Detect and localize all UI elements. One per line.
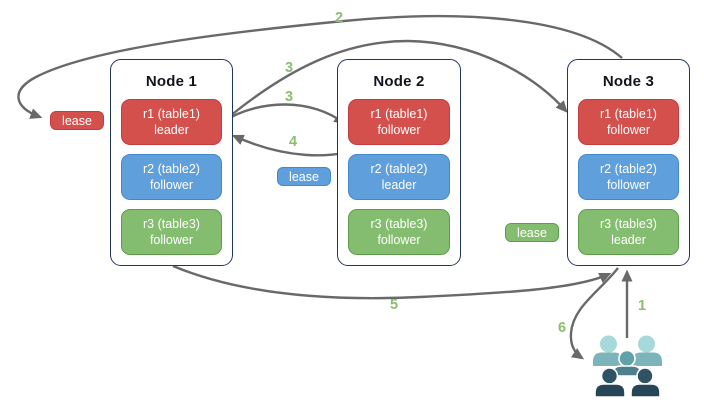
user-figure-light-left bbox=[593, 335, 623, 366]
node1-replica-r1: r1 (table1) leader bbox=[121, 99, 222, 145]
replica-role: follower bbox=[149, 178, 194, 192]
replica-range: r1 (table1) bbox=[370, 107, 428, 121]
replica-range: r2 (table2) bbox=[143, 162, 200, 176]
replica-range: r1 (table1) bbox=[600, 107, 657, 121]
step-label-3a: 3 bbox=[284, 60, 294, 76]
node3-replica-r3: r3 (table3) leader bbox=[578, 209, 679, 255]
node-2: Node 2 r1 (table1) follower r2 (table2) … bbox=[337, 59, 461, 266]
step-label-5: 5 bbox=[389, 297, 399, 313]
replica-range: r3 (table3) bbox=[143, 217, 200, 231]
replica-role: leader bbox=[611, 233, 646, 247]
replica-role: leader bbox=[154, 123, 189, 137]
node-3: Node 3 r1 (table1) follower r2 (table2) … bbox=[567, 59, 690, 266]
replica-range: r3 (table3) bbox=[370, 217, 428, 231]
node2-replica-r2: r2 (table2) leader bbox=[348, 154, 450, 200]
node-1: Node 1 r1 (table1) leader r2 (table2) fo… bbox=[110, 59, 233, 266]
replica-range: r1 (table1) bbox=[143, 107, 200, 121]
lease-badge-r1: lease bbox=[50, 111, 104, 130]
replica-role: follower bbox=[377, 233, 421, 247]
step-label-2: 2 bbox=[334, 10, 344, 26]
user-figure-dark-left bbox=[594, 367, 626, 398]
node2-replica-r1: r1 (table1) follower bbox=[348, 99, 450, 145]
replica-range: r2 (table2) bbox=[600, 162, 657, 176]
node-2-title: Node 2 bbox=[373, 73, 425, 90]
node-1-title: Node 1 bbox=[145, 73, 198, 90]
user-figure-dark-right bbox=[630, 367, 661, 398]
node2-replica-r3: r3 (table3) follower bbox=[348, 209, 450, 255]
arrow-step-2 bbox=[17, 14, 623, 119]
arrow-step-3-to-node2 bbox=[221, 103, 347, 125]
replica-role: follower bbox=[606, 178, 651, 192]
step-label-4: 4 bbox=[288, 134, 298, 150]
step-label-1: 1 bbox=[637, 298, 647, 314]
replica-role: follower bbox=[606, 123, 651, 137]
replica-role: follower bbox=[149, 233, 194, 247]
node3-replica-r2: r2 (table2) follower bbox=[578, 154, 679, 200]
node1-replica-r3: r3 (table3) follower bbox=[121, 209, 222, 255]
lease-badge-r2: lease bbox=[277, 167, 331, 186]
node3-replica-r1: r1 (table1) follower bbox=[578, 99, 679, 145]
node-3-title: Node 3 bbox=[602, 73, 655, 90]
user-figure-light-right bbox=[632, 335, 662, 366]
arrow-step-5 bbox=[172, 264, 612, 300]
users-icon bbox=[593, 335, 662, 398]
replica-role: leader bbox=[381, 178, 417, 192]
replica-range: r3 (table3) bbox=[600, 217, 657, 231]
replica-role: follower bbox=[377, 123, 421, 137]
step-label-6: 6 bbox=[557, 320, 567, 336]
replica-range: r2 (table2) bbox=[370, 162, 428, 176]
step-label-3b: 3 bbox=[284, 89, 294, 105]
lease-badge-r3: lease bbox=[505, 223, 559, 242]
node1-replica-r2: r2 (table2) follower bbox=[121, 154, 222, 200]
